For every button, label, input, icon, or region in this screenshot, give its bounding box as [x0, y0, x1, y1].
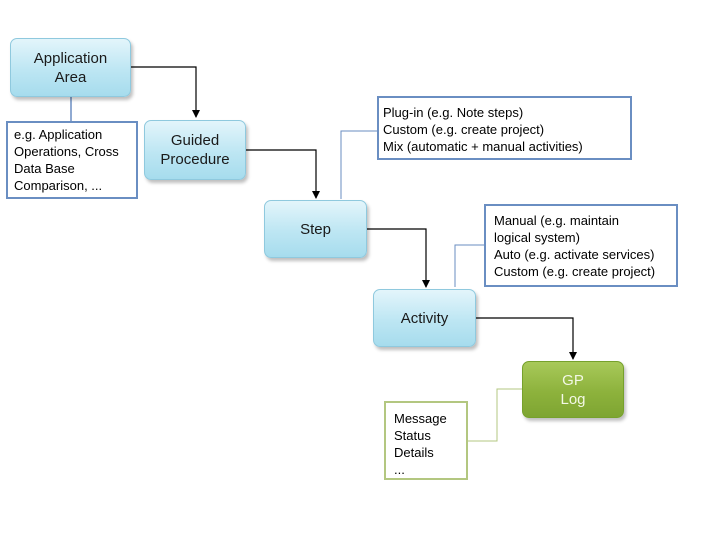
arrow-step-to-activity — [367, 228, 430, 288]
gp-log-node: GP Log — [522, 361, 624, 418]
arrow-application-area-to-guided-procedure — [131, 66, 200, 118]
gp-log-note: Message Status Details ... — [384, 401, 468, 480]
step-node: Step — [264, 200, 367, 258]
arrow-guided-procedure-to-step — [246, 149, 320, 199]
callout-line-gp-log — [468, 388, 522, 442]
arrow-activity-to-gp-log — [476, 317, 577, 360]
application-area-node: Application Area — [10, 38, 131, 97]
activity-node: Activity — [373, 289, 476, 347]
callout-line-activity — [454, 244, 484, 287]
callout-line-step — [340, 130, 377, 199]
guided-procedure-node: Guided Procedure — [144, 120, 246, 180]
application-area-note: e.g. Application Operations, Cross Data … — [6, 121, 138, 199]
activity-note: Manual (e.g. maintain logical system) Au… — [484, 204, 678, 287]
step-note: Plug-in (e.g. Note steps) Custom (e.g. c… — [377, 96, 632, 160]
